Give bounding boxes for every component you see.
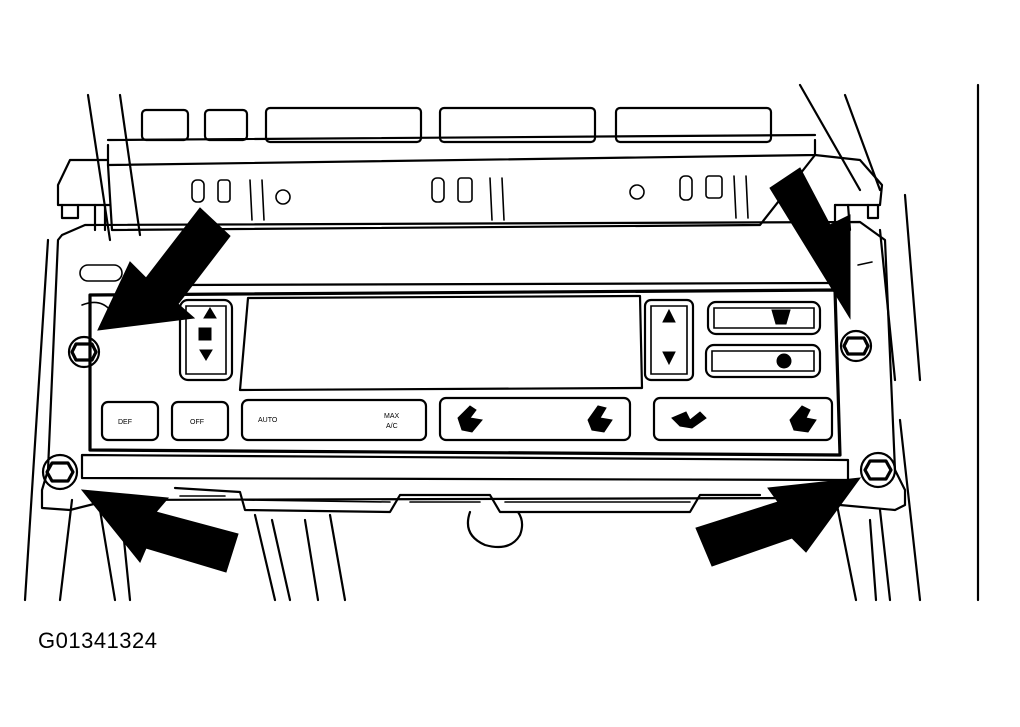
arrow-up-icon [203,307,217,319]
arrow-icon [80,489,239,573]
bolt-bottom-right [859,451,897,489]
arrow-down-icon [662,351,676,366]
arrow-icon [97,207,231,331]
off-label: OFF [190,419,204,426]
arrow-down-icon [199,349,213,361]
seat-heat-right-button[interactable] [704,343,822,379]
max-ac-label-2: A/C [386,423,398,430]
arrow-top-left [97,207,231,331]
display-window [238,294,644,392]
airflow-icon [671,411,707,429]
arrow-bottom-left [80,489,239,573]
arrow-up-icon [662,308,676,323]
bolt-icon [45,461,75,483]
bolt-icon [863,459,893,481]
temperature-rocker-button[interactable] [178,298,234,382]
defrost-icon [771,309,791,325]
airflow-mode-button-left[interactable] [438,396,632,442]
rear-defrost-button[interactable]: DEF [100,400,160,442]
airflow-icon [587,405,613,433]
auto-max-ac-button[interactable]: AUTO MAX A/C [240,398,428,442]
figure-id-label: G01341324 [38,628,158,653]
bolt-top-right [839,329,873,363]
bolt-top-left [67,335,101,369]
rear-defrost-label: DEF [118,419,132,426]
seat-icon [776,353,792,369]
arrow-icon [695,477,862,567]
bolt-bottom-left [41,453,79,491]
arrow-top-right [769,167,851,320]
off-button[interactable]: OFF [170,400,230,442]
max-ac-label: MAX [384,413,400,420]
fan-speed-rocker-button[interactable] [643,298,695,382]
seat-heat-left-button[interactable] [706,300,822,336]
auto-label: AUTO [258,417,278,424]
rear-connector-housing [56,106,884,232]
airflow-icon [457,405,483,433]
airflow-icon [789,405,817,433]
fan-icon [198,327,212,341]
arrow-icon [769,167,851,320]
arrow-bottom-right [695,477,862,567]
bolt-icon [842,336,870,356]
airflow-mode-button-right[interactable] [652,396,834,442]
bolt-icon [70,342,98,362]
